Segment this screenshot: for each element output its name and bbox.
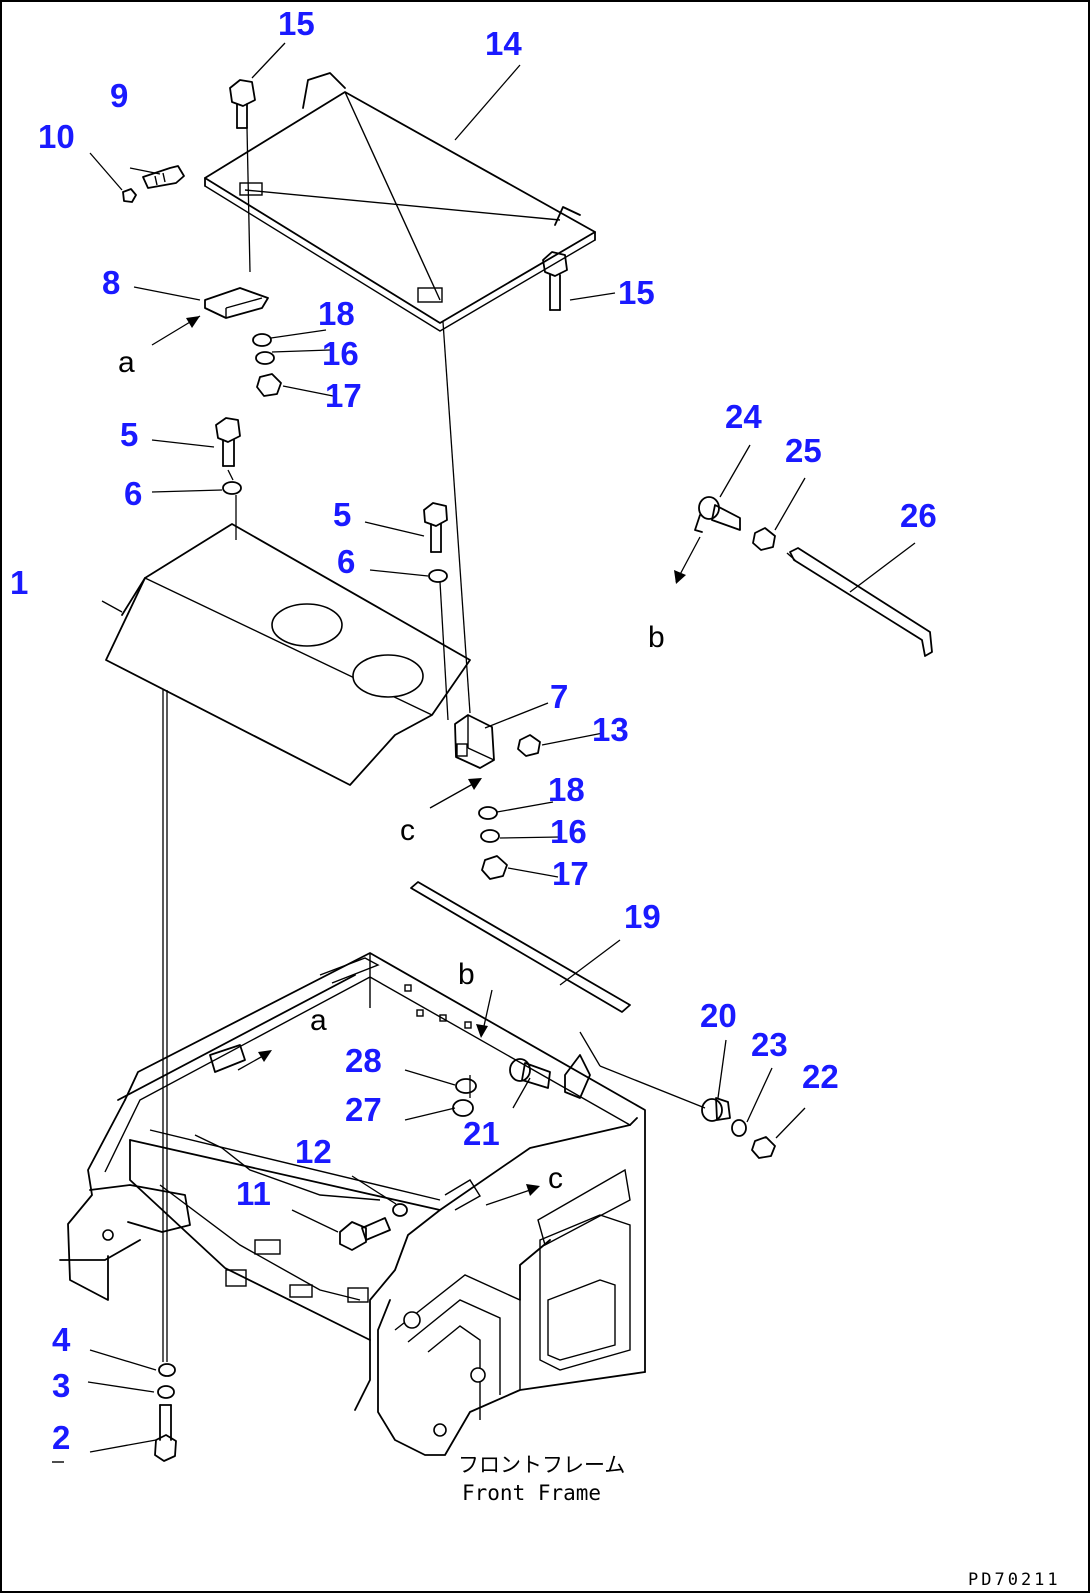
bolt-21 bbox=[509, 1058, 551, 1089]
caption-english: Front Frame bbox=[462, 1481, 601, 1505]
bolt-15-right bbox=[542, 251, 568, 311]
label-17-upper: 17 bbox=[325, 377, 362, 414]
washer-18-upper bbox=[252, 333, 272, 347]
label-5-left: 5 bbox=[120, 416, 138, 453]
assembly-lines bbox=[162, 127, 706, 1362]
bolt-5-left bbox=[215, 417, 241, 467]
leader-lines bbox=[87, 42, 916, 1453]
label-9: 9 bbox=[110, 77, 128, 114]
nut-22 bbox=[751, 1136, 776, 1159]
label-22: 22 bbox=[802, 1058, 839, 1095]
nut-13 bbox=[517, 734, 541, 757]
label-26: 26 bbox=[900, 497, 937, 534]
label-5-right: 5 bbox=[333, 496, 351, 533]
view-letter-c-frame: c bbox=[548, 1162, 563, 1195]
bolt-11 bbox=[339, 1217, 391, 1251]
label-6-left: 6 bbox=[124, 475, 142, 512]
cover-plate-14 bbox=[204, 72, 596, 332]
bracket-8 bbox=[204, 287, 269, 319]
seal-strip-19 bbox=[410, 881, 631, 1013]
label-18-lower: 18 bbox=[548, 771, 585, 808]
label-21: 21 bbox=[463, 1115, 500, 1152]
label-19: 19 bbox=[624, 898, 661, 935]
label-17-lower: 17 bbox=[552, 855, 589, 892]
front-frame bbox=[59, 952, 646, 1456]
washer-4 bbox=[158, 1363, 176, 1377]
view-letter-c-top: c bbox=[400, 814, 415, 847]
hood-cover-1 bbox=[105, 523, 471, 786]
label-13: 13 bbox=[592, 711, 629, 748]
washer-6-left bbox=[222, 481, 242, 495]
bolt-5-right bbox=[423, 502, 448, 553]
view-arrows bbox=[151, 315, 701, 1206]
view-letter-b-frame: b bbox=[458, 958, 475, 991]
label-1: 1 bbox=[10, 564, 28, 601]
label-14: 14 bbox=[485, 25, 522, 62]
drawing-code: PD70211 bbox=[968, 1570, 1061, 1590]
label-10: 10 bbox=[38, 118, 75, 155]
label-24: 24 bbox=[725, 398, 762, 435]
label-28: 28 bbox=[345, 1042, 382, 1079]
washer-27 bbox=[452, 1099, 474, 1117]
washer-6-right bbox=[428, 569, 448, 583]
lockwasher-16-upper bbox=[255, 351, 275, 365]
rod-26 bbox=[786, 547, 933, 657]
washer-23 bbox=[731, 1119, 747, 1137]
arrow-b-top bbox=[674, 570, 686, 584]
bolt-15-top bbox=[229, 79, 256, 129]
view-letters: a b c a b c bbox=[118, 346, 665, 1195]
label-16-upper: 16 bbox=[322, 335, 359, 372]
nut-17-upper bbox=[256, 373, 282, 397]
label-7: 7 bbox=[550, 678, 568, 715]
bolt-2 bbox=[154, 1404, 177, 1462]
clip-20 bbox=[701, 1097, 731, 1122]
arrow-b-frame bbox=[476, 1024, 488, 1038]
nut-25 bbox=[752, 527, 776, 551]
view-letter-b-top: b bbox=[648, 621, 665, 654]
label-12: 12 bbox=[295, 1133, 332, 1170]
label-18-upper: 18 bbox=[318, 295, 355, 332]
label-6-right: 6 bbox=[337, 543, 355, 580]
label-16-lower: 16 bbox=[550, 813, 587, 850]
arrow-a-top bbox=[186, 316, 200, 328]
label-8: 8 bbox=[102, 264, 120, 301]
arrow-c-frame bbox=[526, 1184, 540, 1196]
label-20: 20 bbox=[700, 997, 737, 1034]
bolt-9 bbox=[142, 165, 185, 189]
label-4: 4 bbox=[52, 1321, 71, 1358]
view-letter-a-frame: a bbox=[310, 1004, 327, 1037]
label-23: 23 bbox=[751, 1026, 788, 1063]
label-2: 2 bbox=[52, 1419, 70, 1456]
label-25: 25 bbox=[785, 432, 822, 469]
nut-10 bbox=[122, 188, 137, 203]
washer-28 bbox=[455, 1078, 477, 1094]
lockwasher-3 bbox=[157, 1385, 175, 1399]
arrow-a-frame bbox=[258, 1050, 272, 1062]
bracket-7 bbox=[454, 714, 495, 769]
washer-12 bbox=[392, 1203, 408, 1217]
label-11: 11 bbox=[236, 1175, 271, 1212]
part-labels: 1 2 3 4 5 6 5 6 7 8 9 10 11 12 13 14 15 … bbox=[10, 5, 937, 1456]
view-letter-a-top: a bbox=[118, 346, 135, 379]
washer-18-lower bbox=[478, 806, 498, 820]
label-27: 27 bbox=[345, 1091, 382, 1128]
lockwasher-16-lower bbox=[480, 829, 500, 843]
label-15-right: 15 bbox=[618, 274, 655, 311]
rod-end-24 bbox=[694, 496, 741, 533]
nut-17-lower bbox=[481, 855, 508, 880]
label-15-top: 15 bbox=[278, 5, 315, 42]
arrow-c-top bbox=[468, 778, 482, 790]
label-3: 3 bbox=[52, 1367, 70, 1404]
caption-japanese: フロントフレーム bbox=[458, 1453, 625, 1477]
